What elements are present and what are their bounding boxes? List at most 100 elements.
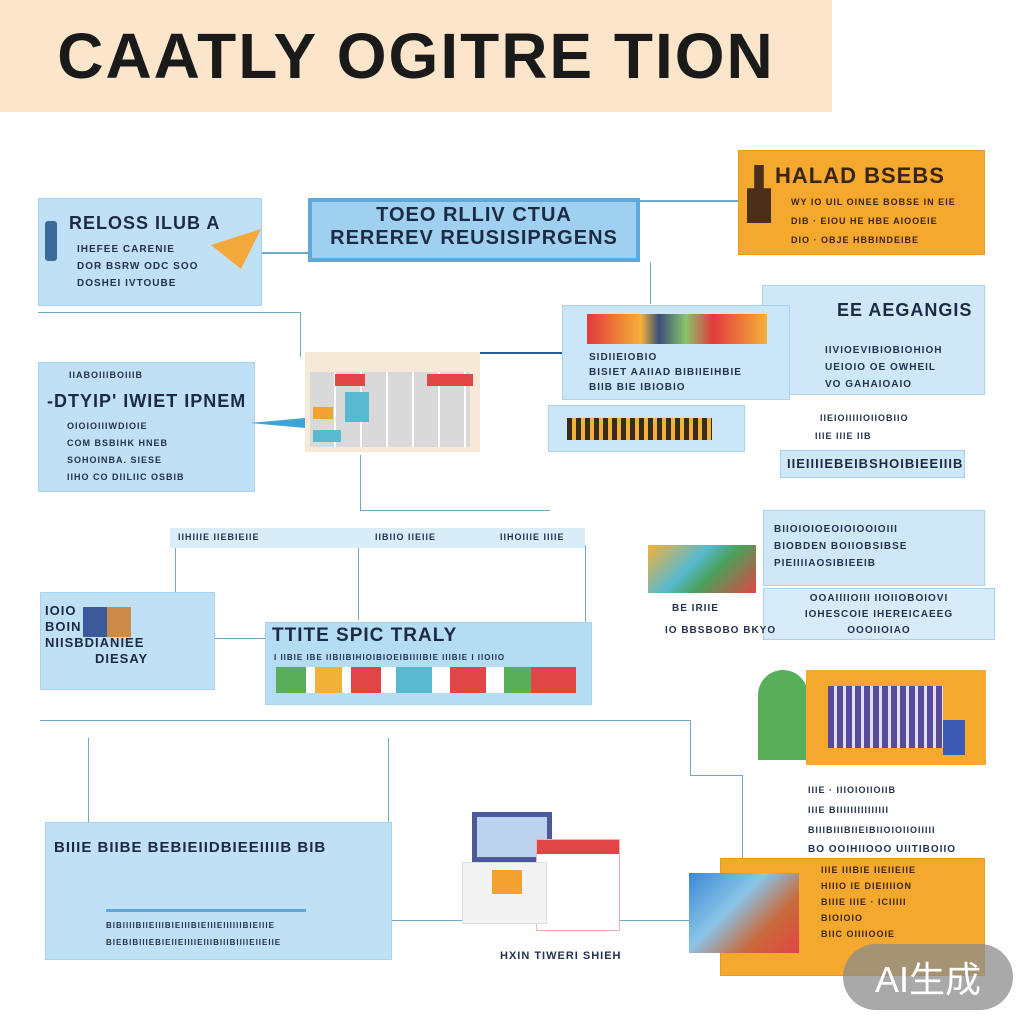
badge-text: AI生成 <box>874 959 981 1000</box>
box-line: DOR BSRW ODC SOO <box>77 261 199 272</box>
table-header: IIHIIIE IIEBIEIIE IIBIIO IIEIIE IIHOIIIE… <box>170 528 585 548</box>
info-box-bottom-left: BIIIE BIIBE BEBIEIIDBIEEIIIIB BIB BIBIII… <box>45 822 392 960</box>
connector <box>262 252 310 254</box>
grid-cell <box>345 392 369 422</box>
box-line: BIIIE IIIE · ICIIIII <box>821 897 907 907</box>
arrow-icon <box>250 418 305 428</box>
box-line: IOHESCOIE IHEREICAEEG <box>804 609 954 620</box>
caption-text: HXIN TIWERI SHIEH <box>500 950 622 962</box>
column-header: IIBIIO IIEIIE <box>375 532 437 542</box>
people-illustration <box>689 873 799 953</box>
box-heading: BIIIE BIIBE BEBIEIIDBIEEIIIIB BIB <box>54 839 327 856</box>
connector <box>640 200 740 202</box>
grid-cell <box>335 374 365 386</box>
connector <box>360 510 550 511</box>
box-line: VO GAHAIOAIO <box>825 379 913 390</box>
caption-text: BE IRIIE <box>672 603 719 614</box>
box-line: OIOIOIIIWDIOIE <box>67 421 148 431</box>
box-line: BIOIOIO <box>821 913 864 923</box>
info-box-top-right: HALAD BSEBS WY IO UIL OINEE BOBSE IN EIE… <box>738 150 985 255</box>
caption-text: IIEIOIIIIIOIIOBIIO <box>820 413 909 423</box>
box-line: COM BSBIHK HNEB <box>67 438 169 448</box>
box-heading: -DTYIP' IWIET IPNEM <box>47 391 247 411</box>
caption-text: IIIE · IIIOIOIIOIIB <box>808 785 897 795</box>
connector <box>38 312 300 313</box>
documents-illustration <box>462 812 622 930</box>
box-text: IIVIOEVIBIOBIOHIOH UEIOIO OE OWHEIL VO G… <box>825 342 942 393</box>
connector <box>300 312 301 357</box>
box-heading: RELOSS ILUB A <box>69 213 221 233</box>
info-box-right-upper: EE AEGANGIS IIVIOEVIBIOBIOHIOH UEIOIO OE… <box>762 285 985 395</box>
caption-text: IIIE BIIIIIIIIIIIIIII <box>808 805 890 815</box>
center-header-box: TOEO RLLIV CTUA REREREV REUSISIPRGENS <box>308 198 640 262</box>
connector <box>40 720 690 721</box>
connector <box>690 775 742 776</box>
box-text: BIIOIOIOEOIOIOOIOIII BIOBDEN BOIIOBSIBSE… <box>774 521 907 572</box>
shelf-illustration <box>587 314 767 344</box>
box-text: IHEFEE CARENIE DOR BSRW ODC SOO DOSHEI I… <box>77 241 198 292</box>
caption-text: BO OOIHIIOOO UIITIBOIIO <box>808 844 957 855</box>
box-line: BOIN <box>45 619 82 634</box>
arrow-icon <box>211 229 261 269</box>
box-line: HIIIO IE DIEIIIION <box>821 881 913 891</box>
grid-cell <box>313 407 333 419</box>
box-line: WY IO UIL OINEE BOBSE IN EIE <box>791 197 956 207</box>
box-line: OOAIIIIOIII IIOIIOBOIOVI <box>809 593 949 604</box>
column-header: IIHOIIIE IIIIE <box>500 532 565 542</box>
products-illustration <box>276 667 576 693</box>
center-strip: SIDIIEIOBIO BISIET AAIIAD BIBIIEIHBIE BI… <box>562 305 790 400</box>
box-text: OOAIIIIOIII IIOIIOBOIOVI IOHESCOIE IHERE… <box>764 589 994 639</box>
document-card <box>537 840 619 930</box>
box-line: BIIB BIE IBIOBIO <box>589 382 686 393</box>
box-line: IIVIOEVIBIOBIOHIOH <box>825 345 943 356</box>
connector <box>650 262 651 304</box>
caption-text: BIIIBIIIBIIEIBIIOIOIIOIIIII <box>808 825 936 835</box>
box-line: BIIC OIIIIOOIE <box>821 929 896 939</box>
box-heading: TTITE SPIC TRALY <box>272 625 458 646</box>
box-line: IOIO <box>45 603 77 618</box>
box-line: DIO · OBJE HBBINDEIBE <box>791 235 920 245</box>
caption-text: IO BBSBOBO BKYO <box>665 625 777 636</box>
box-text: IOIO BOIN NIISBDIANIEE DIESAY <box>45 603 148 667</box>
box-line: BISIET AAIIAD BIBIIEIHBIE <box>589 367 742 378</box>
header-line-1: TOEO RLLIV CTUA <box>376 204 572 226</box>
info-box-top-left: RELOSS ILUB A IHEFEE CARENIE DOR BSRW OD… <box>38 198 262 306</box>
connector <box>358 545 359 620</box>
box-line: SOHOINBA. SIESE <box>67 455 163 465</box>
box-line: IIIE IIIBIE IIEIIEIIE <box>821 865 917 875</box>
info-box-left-lower: IOIO BOIN NIISBDIANIEE DIESAY <box>40 592 215 690</box>
box-line: DOSHEI IVTOUBE <box>77 278 177 289</box>
connector <box>690 720 691 775</box>
grid-illustration <box>305 352 480 452</box>
caption-block: IIIE · IIIOIOIIOIIB IIIE BIIIIIIIIIIIIII… <box>808 780 956 860</box>
divider <box>106 909 306 912</box>
box-text: OIOIOIIIWDIOIE COM BSBIHK HNEB SOHOINBA.… <box>67 418 185 486</box>
box-line: SIDIIEIOBIO <box>589 352 658 363</box>
connector <box>388 738 389 823</box>
column-header: IIHIIIE IIEBIEIIE <box>178 532 260 542</box>
ai-generated-badge: AI生成 <box>843 944 1013 1010</box>
info-box-right-lower-1: BIIOIOIOEOIOIOOIOIII BIOBDEN BOIIOBSIBSE… <box>763 510 985 586</box>
box-line: PIEIIIIAOSIBIEEIB <box>774 558 877 569</box>
header-line-2: REREREV REUSISIPRGENS <box>330 227 618 249</box>
products-illustration <box>567 418 712 440</box>
connector <box>360 455 361 510</box>
bottle-icon <box>45 221 57 261</box>
info-box-right-lower-2: OOAIIIIOIII IIOIIOBOIOVI IOHESCOIE IHERE… <box>763 588 995 640</box>
box-text: WY IO UIL OINEE BOBSE IN EIE DIB · EIOU … <box>791 193 956 250</box>
box-line: I IIBIE IBE IIBIIBIHIOIBIOEIBIIIIBIE III… <box>274 653 506 662</box>
box-line: OOOIIOIAO <box>847 625 911 636</box>
box-item <box>943 720 965 755</box>
figure-shape <box>758 670 808 760</box>
box-line: BIEBIBIIIEBIEIIEIIIIEIIIBIIIBIIIIEIIEIIE <box>106 938 282 947</box>
box-text: SIDIIEIOBIO BISIET AAIIAD BIBIIEIHBIE BI… <box>589 350 742 395</box>
box-line: DIESAY <box>95 651 149 666</box>
box-line: BIIOIOIOEOIOIOOIOIII <box>774 524 898 535</box>
shop-illustration <box>758 670 986 765</box>
bar-heading: IIEIIIIEBEIBSHOIBIEEIIIB <box>787 456 964 471</box>
box-kicker: IIABOIIIBOIIIB <box>69 370 144 380</box>
connector <box>175 545 176 593</box>
box-line: IHEFEE CARENIE <box>77 244 175 255</box>
connector <box>742 775 743 920</box>
connector <box>585 545 586 625</box>
